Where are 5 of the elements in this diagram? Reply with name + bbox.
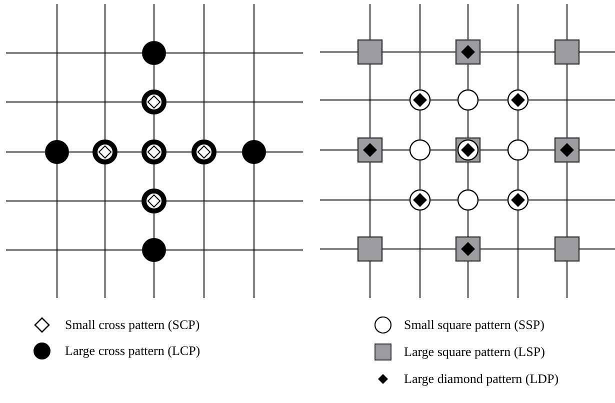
legend-text: Large square pattern (LSP): [404, 344, 545, 360]
legend-text: Small square pattern (SSP): [404, 317, 544, 333]
legend-text: Large diamond pattern (LDP): [404, 371, 559, 387]
legend-text: Large cross pattern (LCP): [65, 343, 200, 359]
legend-text: Small cross pattern (SCP): [65, 317, 200, 333]
